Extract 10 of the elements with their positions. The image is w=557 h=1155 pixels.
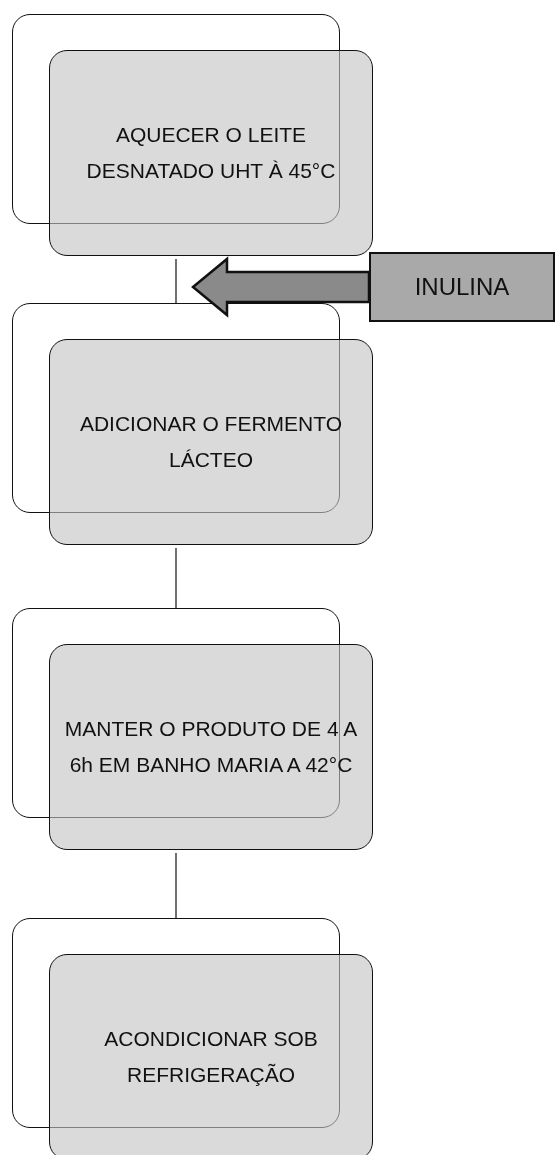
- connector-line: [175, 852, 177, 919]
- step-text: AQUECER O LEITE DESNATADO UHT À 45°C: [85, 122, 337, 184]
- connector-line: [175, 547, 177, 609]
- step-text: ADICIONAR O FERMENTO LÁCTEO: [78, 411, 344, 473]
- connector-line: [175, 258, 177, 304]
- block-arrow: [191, 256, 371, 318]
- step-text: ACONDICIONAR SOB REFRIGERAÇÃO: [103, 1026, 319, 1088]
- input-label: INULINA: [414, 273, 510, 301]
- input-box: [369, 252, 555, 322]
- step-text: MANTER O PRODUTO DE 4 A 6h EM BANHO MARIA A 42°C: [63, 716, 359, 778]
